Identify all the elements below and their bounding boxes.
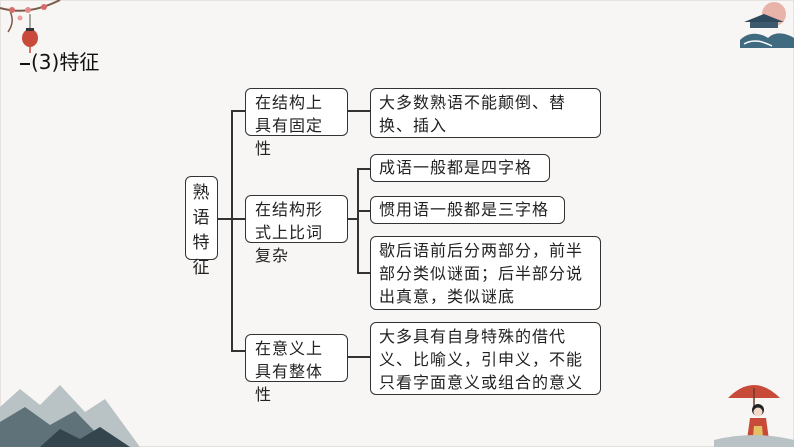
section-title-text: (3)特征 [31, 50, 100, 74]
connector-branch-1-to-leaf [348, 110, 370, 112]
connector-to-branch-1 [231, 110, 245, 112]
branch-node-fixed-structure: 在结构上具有固定性 [245, 88, 348, 158]
connector-root-to-trunk [218, 218, 232, 220]
branch-node-semantic-whole: 在意义上具有整体性 [245, 334, 348, 404]
root-node: 熟语特征 [185, 176, 218, 278]
leaf-node-holistic-meaning: 大多具有自身特殊的借代义、比喻义，引申义，不能只看字面意义或组合的意义 [370, 322, 601, 395]
leaf-node-idiom-four-char: 成语一般都是四字格 [370, 154, 550, 182]
connector-to-branch-2 [231, 218, 245, 220]
title-dash [20, 62, 30, 65]
mountain-decoration [0, 385, 140, 447]
plum-blossom-lantern-decoration [0, 0, 61, 53]
connector-to-leaf-2a [357, 168, 370, 170]
connector-branch-2-vertical [357, 168, 359, 272]
leaf-node-xiehouyu: 歇后语前后分两部分，前半部分类似谜面；后半部分说出真意，类似谜底 [370, 236, 601, 310]
leaf-node-no-reorder: 大多数熟语不能颠倒、替换、插入 [370, 88, 601, 138]
branch-node-complex-form: 在结构形式上比词复杂 [245, 195, 348, 265]
woman-umbrella-decoration [714, 385, 794, 447]
connector-to-branch-3 [231, 350, 245, 352]
leaf-node-idiom-three-char: 惯用语一般都是三字格 [370, 196, 565, 224]
section-title: (3)特征 [20, 46, 99, 75]
connector-branch-3-to-leaf [348, 356, 370, 358]
pagoda-cloud-decoration [740, 2, 794, 48]
connector-to-leaf-2b [357, 210, 370, 212]
connector-to-leaf-2c [357, 272, 370, 274]
connector-branch-2-out [348, 218, 358, 220]
connector-trunk [231, 110, 233, 350]
